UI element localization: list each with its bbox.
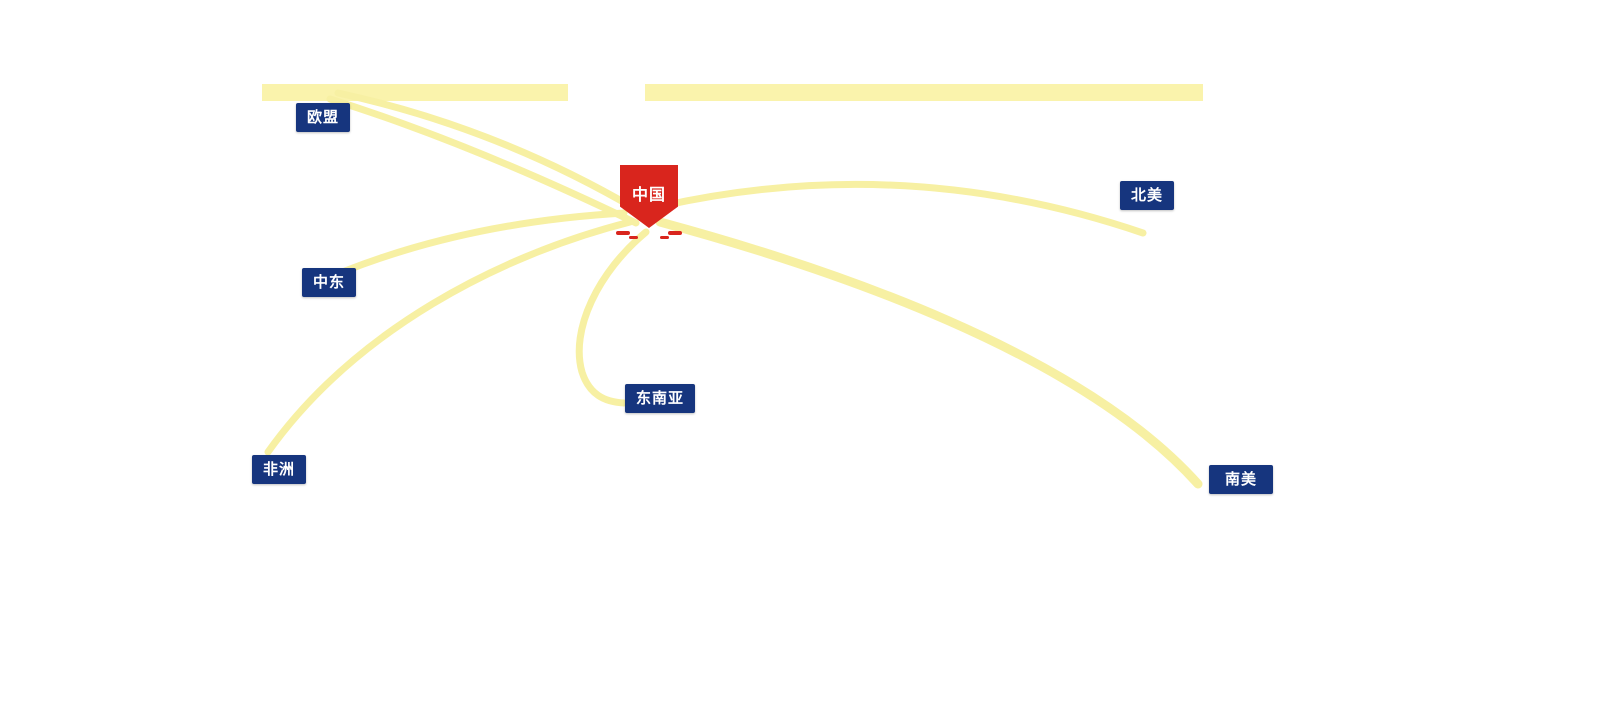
region-label-africa-text: 非洲 — [263, 461, 296, 478]
region-label-southeast-asia-text: 东南亚 — [636, 390, 685, 407]
route-africa — [264, 218, 634, 456]
top-bar-right-segment — [645, 84, 1203, 101]
region-label-africa: 非洲 — [252, 455, 307, 484]
route-south-america — [655, 217, 1203, 489]
china-marker-label: 中国 — [631, 187, 666, 204]
route-eu-strand-b — [326, 95, 640, 227]
route-southeast-asia — [575, 228, 650, 407]
region-label-eu-text: 欧盟 — [307, 109, 340, 126]
region-label-southeast-asia: 东南亚 — [625, 384, 696, 413]
region-label-middle-east: 中东 — [302, 268, 357, 297]
pin-ripple-dash — [629, 236, 638, 239]
region-label-south-america-text: 南美 — [1225, 471, 1258, 488]
route-middle-east — [341, 209, 628, 275]
route-north-america — [658, 180, 1147, 237]
region-label-north-america: 北美 — [1120, 181, 1175, 210]
route-eu-strand-a — [334, 89, 648, 218]
pin-ripple-dash — [660, 236, 669, 239]
pin-ripple-dash — [668, 231, 682, 235]
region-label-south-america: 南美 — [1209, 465, 1274, 494]
region-label-middle-east-text: 中东 — [313, 274, 346, 291]
region-label-north-america-text: 北美 — [1131, 187, 1164, 204]
top-bar-left-segment — [262, 84, 568, 101]
pin-ripple-dash — [616, 231, 630, 235]
region-label-eu: 欧盟 — [296, 103, 351, 132]
